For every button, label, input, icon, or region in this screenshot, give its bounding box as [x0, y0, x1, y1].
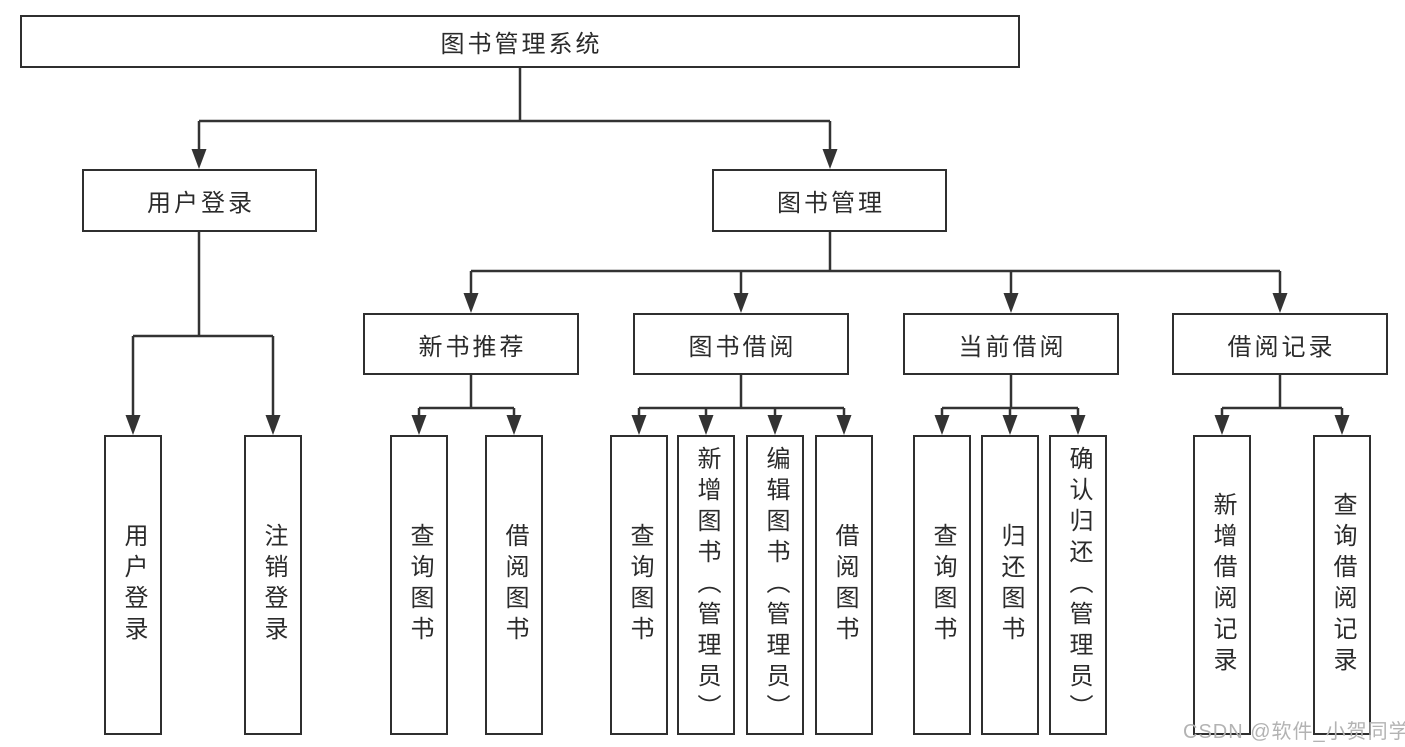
node-library-system: 图书管理系统	[20, 15, 1020, 68]
leaf-edit-book-admin: 编辑图书（管理员）	[746, 435, 804, 735]
leaf-logout-login: 注销登录	[244, 435, 302, 735]
leaf-borrow-books: 借阅图书	[815, 435, 873, 735]
leaf-query-books-current: 查询图书	[913, 435, 971, 735]
node-book-borrow: 图书借阅	[633, 313, 849, 375]
csdn-watermark: CSDN @软件_小贺同学	[1183, 721, 1405, 743]
leaf-query-books-borrow: 查询图书	[610, 435, 668, 735]
leaf-add-book-admin: 新增图书（管理员）	[677, 435, 735, 735]
node-new-book-recommend: 新书推荐	[363, 313, 579, 375]
leaf-return-books: 归还图书	[981, 435, 1039, 735]
leaf-borrow-books-recommend: 借阅图书	[485, 435, 543, 735]
leaf-confirm-return-admin: 确认归还（管理员）	[1049, 435, 1107, 735]
leaf-add-borrow-record: 新增借阅记录	[1193, 435, 1251, 735]
leaf-query-books-recommend: 查询图书	[390, 435, 448, 735]
node-current-borrow: 当前借阅	[903, 313, 1119, 375]
leaf-query-borrow-record: 查询借阅记录	[1313, 435, 1371, 735]
node-borrow-records: 借阅记录	[1172, 313, 1388, 375]
leaf-user-login: 用户登录	[104, 435, 162, 735]
node-book-management: 图书管理	[712, 169, 947, 232]
node-user-login: 用户登录	[82, 169, 317, 232]
